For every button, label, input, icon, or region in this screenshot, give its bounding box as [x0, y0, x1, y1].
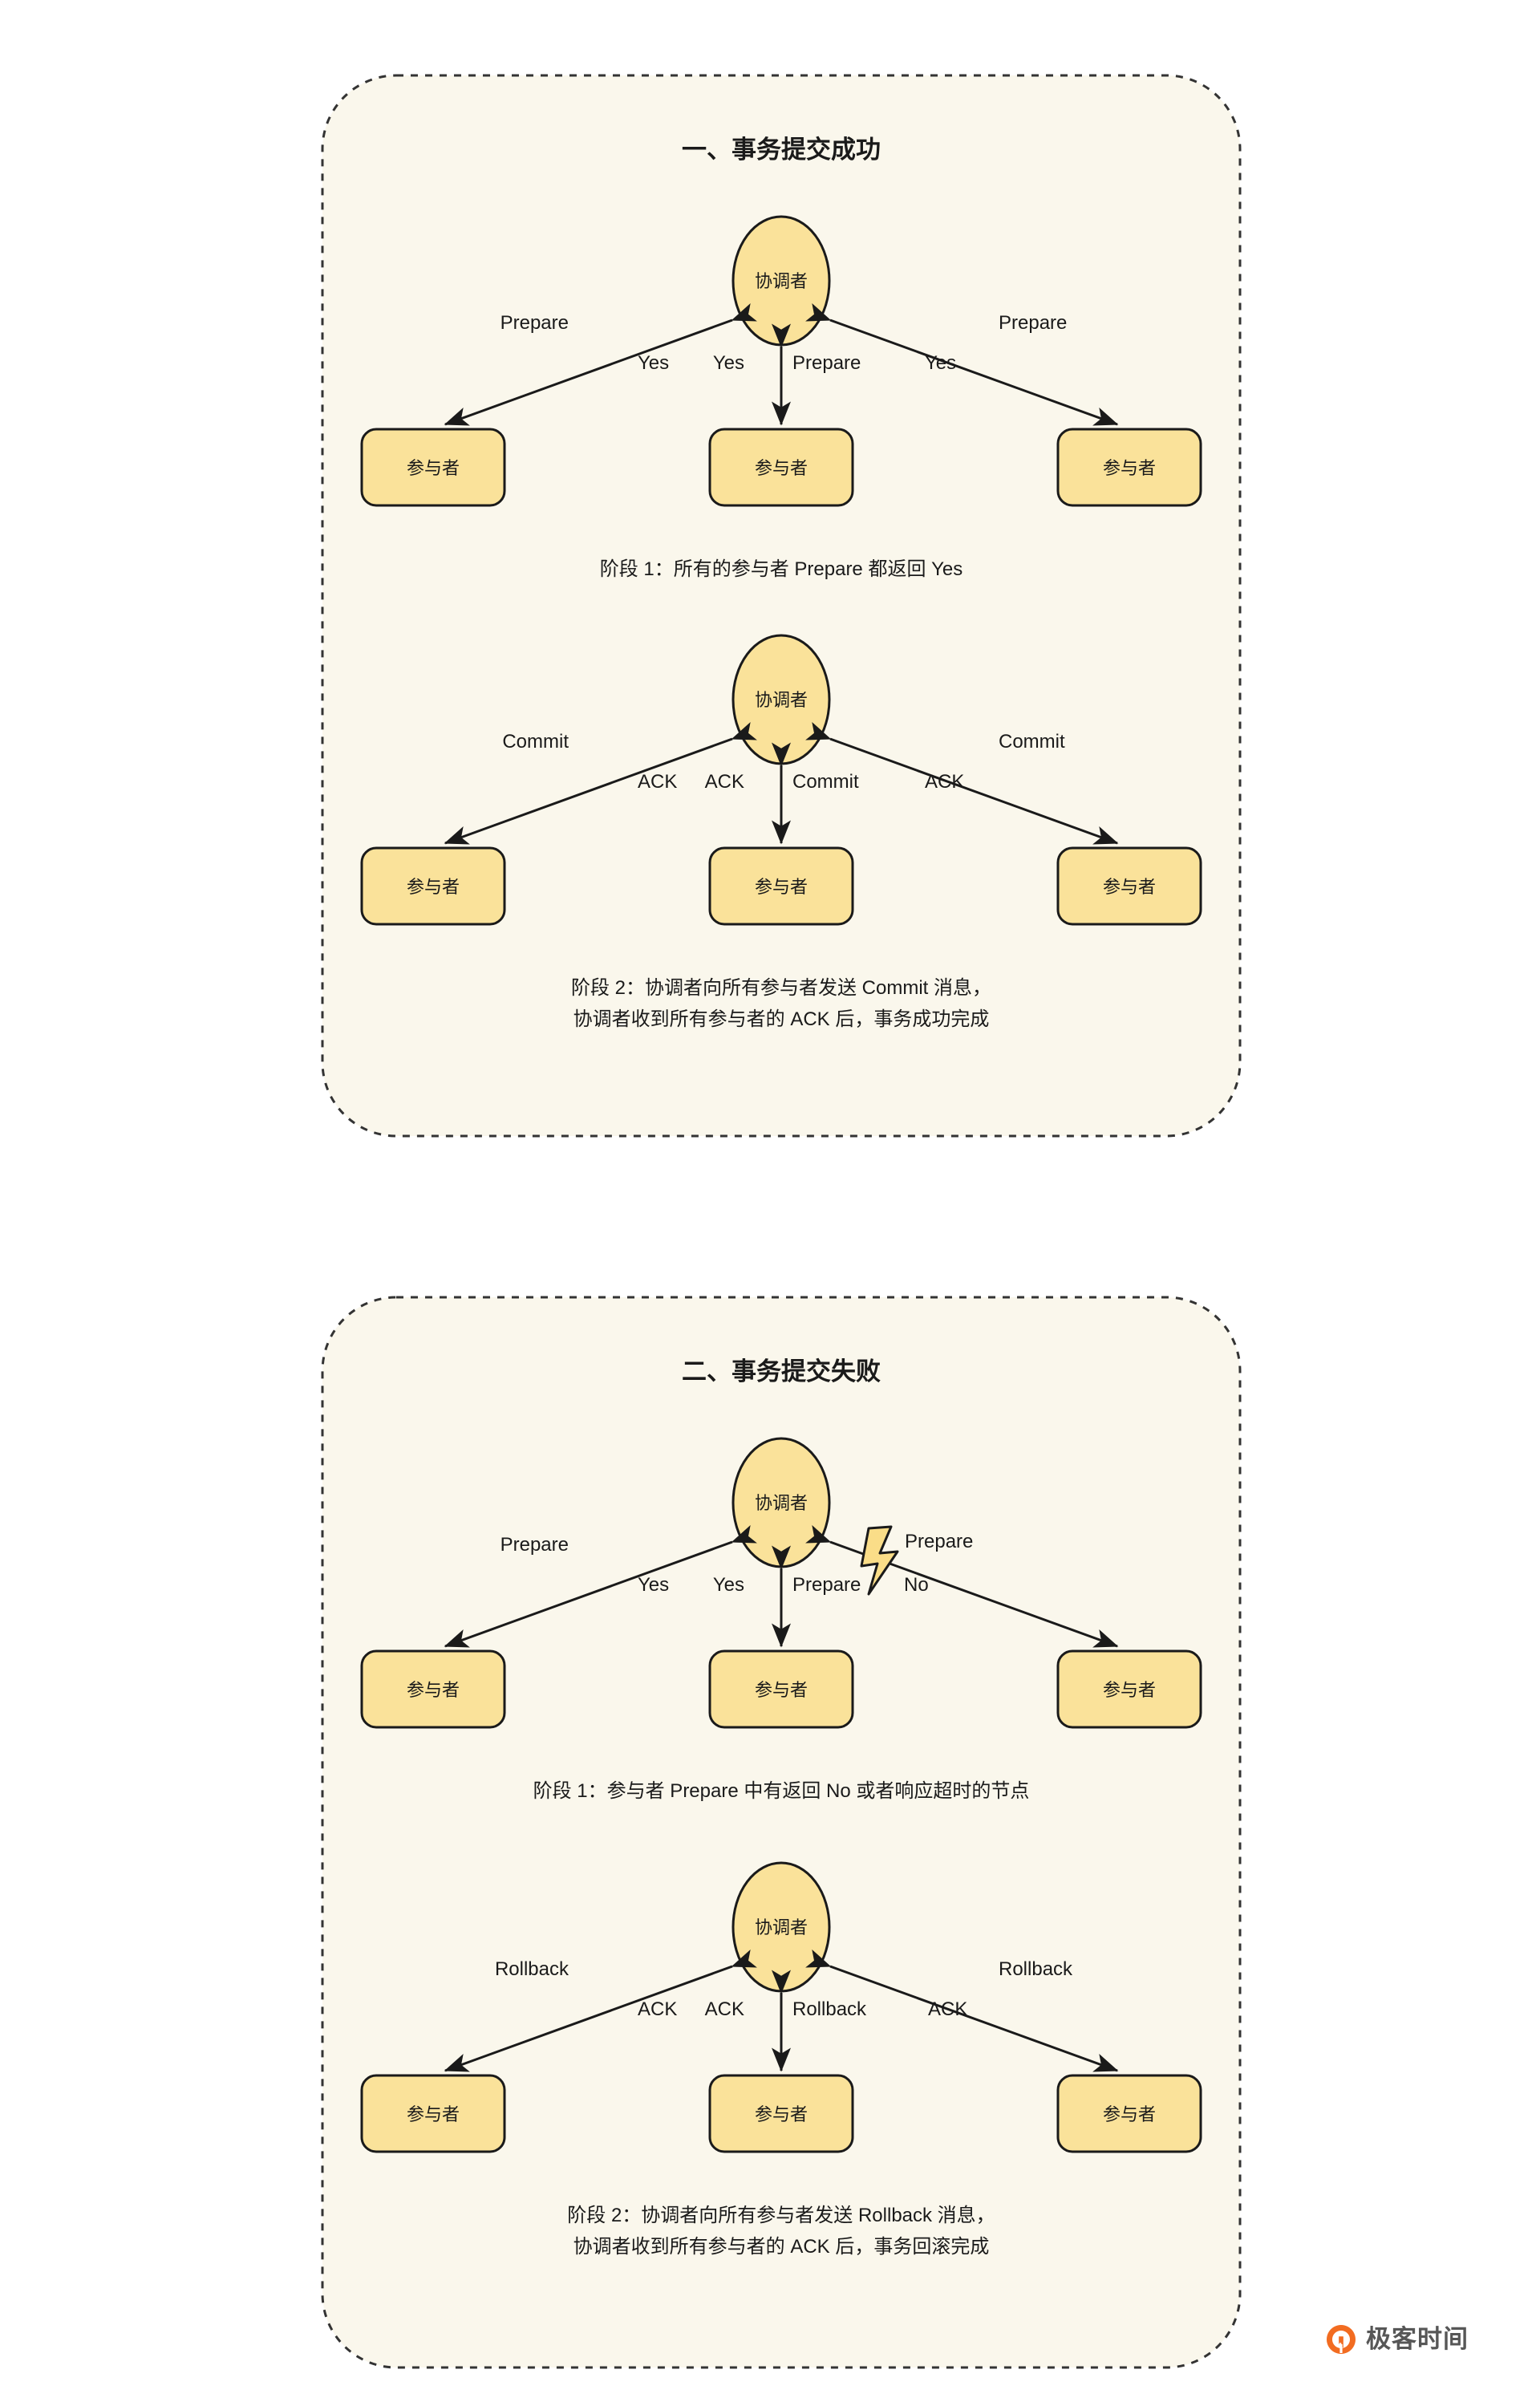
- edge-label-right-out: Rollback: [999, 1958, 1073, 1980]
- participant-node-middle[interactable]: [708, 1649, 854, 1729]
- edge-label-right-in: Yes: [925, 352, 956, 374]
- participant-label-middle: 参与者: [755, 1680, 808, 1700]
- section-title: 二、事务提交失败: [682, 1357, 881, 1386]
- edge-label-right-in: ACK: [925, 771, 964, 793]
- participant-label-middle: 参与者: [755, 877, 808, 897]
- coordinator-label: 协调者: [755, 1493, 808, 1513]
- edge-label-middle-in: Yes: [713, 352, 744, 374]
- edge-label-middle-out: Commit: [792, 771, 859, 793]
- edge-label-left-in: Yes: [638, 352, 669, 374]
- edge-coordinator-left: [444, 1524, 757, 1648]
- success-phase-1: 协调者 参与者 参与者 参与者 Prepare Yes Yes Prepare …: [360, 215, 1202, 580]
- participant-label-left: 参与者: [407, 1680, 460, 1700]
- edge-coordinator-right: [805, 1949, 1119, 2072]
- coordinator-label: 协调者: [755, 271, 808, 291]
- participant-node-middle[interactable]: [708, 428, 854, 507]
- participant-node-right[interactable]: [1056, 1649, 1202, 1729]
- brand-watermark: 极客时间: [1325, 2323, 1469, 2355]
- section-success-svg: 一、事务提交成功 协调者 参与者 参与者 参与者 Prepare Yes Yes…: [321, 74, 1242, 1138]
- edge-label-middle-out: Rollback: [792, 1998, 867, 2020]
- edge-coordinator-left: [444, 302, 757, 426]
- edge-label-middle-in: Yes: [713, 1574, 744, 1596]
- participant-label-right: 参与者: [1103, 2104, 1156, 2124]
- failure-phase-2: 协调者 参与者 参与者 参与者 Rollback ACK ACK Rollbac…: [360, 1861, 1202, 2258]
- coordinator-label: 协调者: [755, 1917, 808, 1937]
- edge-label-left-out: Prepare: [500, 312, 569, 334]
- participant-node-middle[interactable]: [708, 846, 854, 926]
- participant-node-middle[interactable]: [708, 2074, 854, 2153]
- edge-label-right-in: No: [904, 1574, 929, 1596]
- geektime-logo-icon: [1327, 2325, 1356, 2354]
- participant-label-middle: 参与者: [755, 2104, 808, 2124]
- section-success: 一、事务提交成功 协调者 参与者 参与者 参与者 Prepare Yes Yes…: [321, 74, 1242, 1138]
- edge-label-middle-in: ACK: [705, 1998, 744, 2020]
- section-title: 一、事务提交成功: [682, 136, 881, 164]
- participant-label-right: 参与者: [1103, 1680, 1156, 1700]
- edge-coordinator-left: [444, 721, 757, 845]
- participant-label-left: 参与者: [407, 877, 460, 897]
- participant-label-left: 参与者: [407, 2104, 460, 2124]
- edge-label-right-out: Commit: [999, 731, 1065, 753]
- edge-label-left-out: Rollback: [495, 1958, 569, 1980]
- participant-node-left[interactable]: [360, 846, 506, 926]
- edge-label-right-out: Prepare: [999, 312, 1067, 334]
- edge-coordinator-right: [805, 302, 1119, 426]
- coordinator-label: 协调者: [755, 690, 808, 710]
- phase-caption-line-2: 协调者收到所有参与者的 ACK 后，事务回滚完成: [573, 2236, 990, 2258]
- edge-label-right-out: Prepare: [905, 1531, 973, 1552]
- edge-coordinator-right: [805, 721, 1119, 845]
- participant-label-right: 参与者: [1103, 458, 1156, 478]
- phase-caption-line-2: 协调者收到所有参与者的 ACK 后，事务成功完成: [573, 1008, 990, 1030]
- participant-node-left[interactable]: [360, 2074, 506, 2153]
- participant-label-left: 参与者: [407, 458, 460, 478]
- phase-caption-line-1: 阶段 2：协调者向所有参与者发送 Rollback 消息，: [567, 2205, 995, 2226]
- edge-label-middle-out: Prepare: [792, 352, 861, 374]
- participant-node-left[interactable]: [360, 1649, 506, 1729]
- brand-name: 极客时间: [1366, 2325, 1469, 2353]
- participant-node-right[interactable]: [1056, 2074, 1202, 2153]
- section-failure-svg: 二、事务提交失败 协调者 参与者 参与者 参与者 Prepare Yes Yes…: [321, 1296, 1242, 2369]
- participant-node-right[interactable]: [1056, 846, 1202, 926]
- phase-caption-line-1: 阶段 1：所有的参与者 Prepare 都返回 Yes: [600, 558, 963, 580]
- phase-caption-line-1: 阶段 2：协调者向所有参与者发送 Commit 消息，: [571, 977, 991, 999]
- success-phase-2: 协调者 参与者 参与者 参与者 Commit ACK ACK Commit AC…: [360, 634, 1202, 1030]
- edge-label-left-in: Yes: [638, 1574, 669, 1596]
- lightning-bolt-icon: [860, 1525, 899, 1596]
- participant-node-right[interactable]: [1056, 428, 1202, 507]
- participant-node-left[interactable]: [360, 428, 506, 507]
- phase-caption-line-1: 阶段 1：参与者 Prepare 中有返回 No 或者响应超时的节点: [533, 1780, 1030, 1802]
- edge-label-middle-in: ACK: [705, 771, 744, 793]
- failure-phase-1: 协调者 参与者 参与者 参与者 Prepare Yes Yes Prepare …: [360, 1437, 1202, 1802]
- edge-label-left-in: ACK: [638, 771, 677, 793]
- edge-label-left-in: ACK: [638, 1998, 677, 2020]
- participant-label-middle: 参与者: [755, 458, 808, 478]
- edge-label-left-out: Prepare: [500, 1534, 569, 1556]
- section-failure: 二、事务提交失败 协调者 参与者 参与者 参与者 Prepare Yes Yes…: [321, 1296, 1242, 2369]
- edge-label-left-out: Commit: [502, 731, 569, 753]
- edge-label-middle-out: Prepare: [792, 1574, 861, 1596]
- participant-label-right: 参与者: [1103, 877, 1156, 897]
- edge-label-right-in: ACK: [928, 1998, 967, 2020]
- edge-coordinator-left: [444, 1949, 757, 2072]
